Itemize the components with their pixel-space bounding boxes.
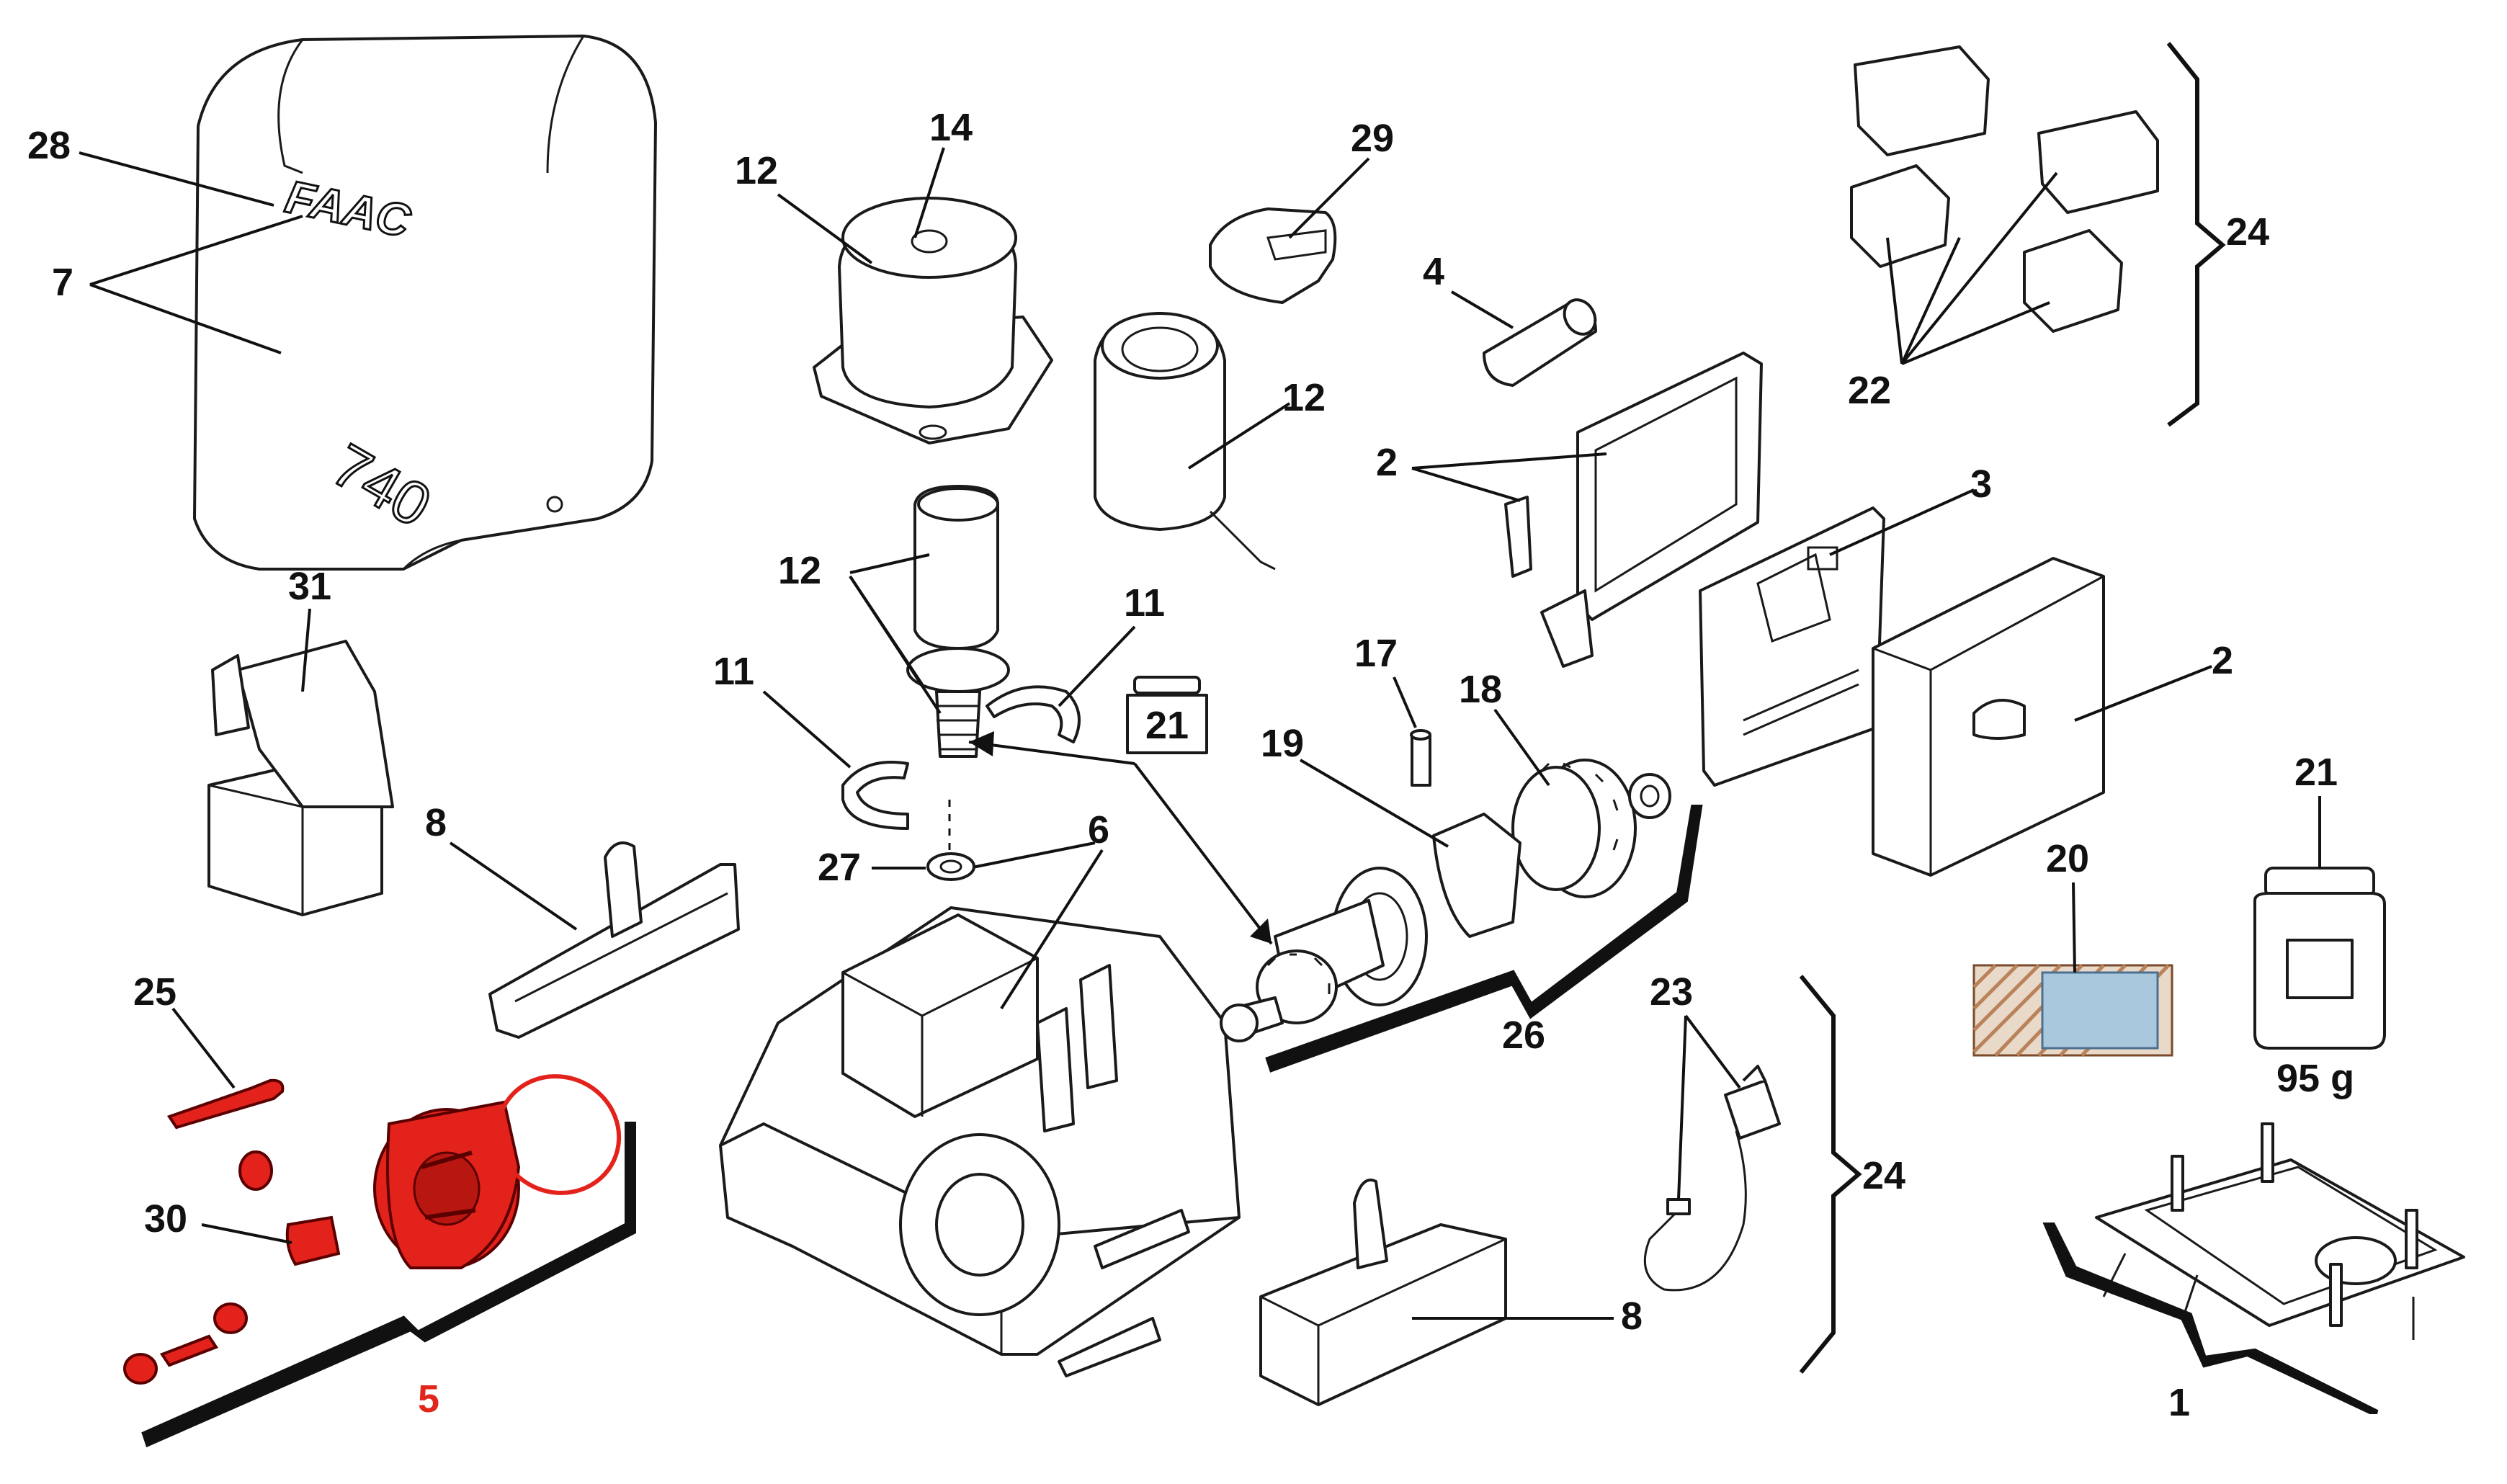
gate-bracket-lower [1259,1179,1507,1406]
callout-24-lower: 24 [1862,1154,1905,1197]
shaft-seal [926,852,975,881]
motor-flange [813,197,1053,444]
callout-17: 17 [1354,632,1398,675]
grease-weight: 95 g [2276,1057,2354,1100]
release-gasket [495,1074,622,1195]
limit-switch-magnets [1850,45,2159,333]
callout-1: 1 [2168,1381,2190,1424]
callout-24-upper: 24 [2226,210,2269,254]
callout-14: 14 [929,106,973,149]
release-knob-small [238,1150,273,1191]
output-shaft-assembly [1220,813,1521,1042]
callout-19: 19 [1261,722,1304,765]
callout-11-left: 11 [713,650,754,693]
callout-22: 22 [1848,369,1891,412]
capacitor [1483,298,1597,387]
snap-ring-left [841,761,909,830]
callout-18: 18 [1459,668,1502,711]
callout-12-stator: 12 [1282,376,1326,419]
callout-2-box: 2 [2212,639,2233,682]
board-mount [1504,352,1763,668]
release-lock-cylinder [285,1215,341,1266]
release-screws [123,1302,248,1385]
callout-12-rotor: 12 [778,549,821,592]
callout-8-upper: 8 [425,801,447,844]
encoder-cap [1209,207,1337,304]
callout-25: 25 [133,970,176,1014]
control-pcb [1699,506,1885,787]
callout-31: 31 [288,565,331,608]
callout-3: 3 [1970,462,1992,506]
callout-12-flange: 12 [735,149,778,192]
callout-27: 27 [818,846,861,889]
limit-sensor [1643,1065,1781,1292]
release-key [166,1078,285,1130]
callout-4: 4 [1423,250,1444,293]
callout-30: 30 [144,1197,187,1241]
motor-stator [1094,312,1276,571]
dowel-pin [1410,729,1431,787]
gearbox-housing [719,906,1241,1377]
callout-2-mount: 2 [1376,441,1398,484]
motor-rotor [906,485,1010,758]
callout-5: 5 [418,1377,439,1421]
callout-20: 20 [2046,837,2089,880]
callout-29: 29 [1351,117,1394,160]
callout-23: 23 [1650,970,1693,1014]
gate-bracket-upper [488,841,740,1039]
callout-28: 28 [27,124,71,167]
control-box [1872,557,2105,877]
grease-jar [2253,867,2386,1050]
callout-7: 7 [52,261,73,304]
manual-release-handle [373,1074,622,1269]
grease-pack [1972,964,2173,1057]
callout-21-jar: 21 [2294,751,2338,794]
callout-8-lower: 8 [1621,1295,1643,1338]
motor-cover: FAAC 740 [193,35,657,571]
foundation-plate [2095,1122,2465,1340]
callout-11-right: 11 [1124,581,1165,625]
packaging-box [207,640,394,916]
gear-wheel [1511,759,1671,898]
callout-26: 26 [1502,1014,1545,1057]
callout-21-small: 21 [1145,704,1189,747]
snap-ring-right [986,685,1081,743]
grease-jar-small [1126,676,1208,754]
